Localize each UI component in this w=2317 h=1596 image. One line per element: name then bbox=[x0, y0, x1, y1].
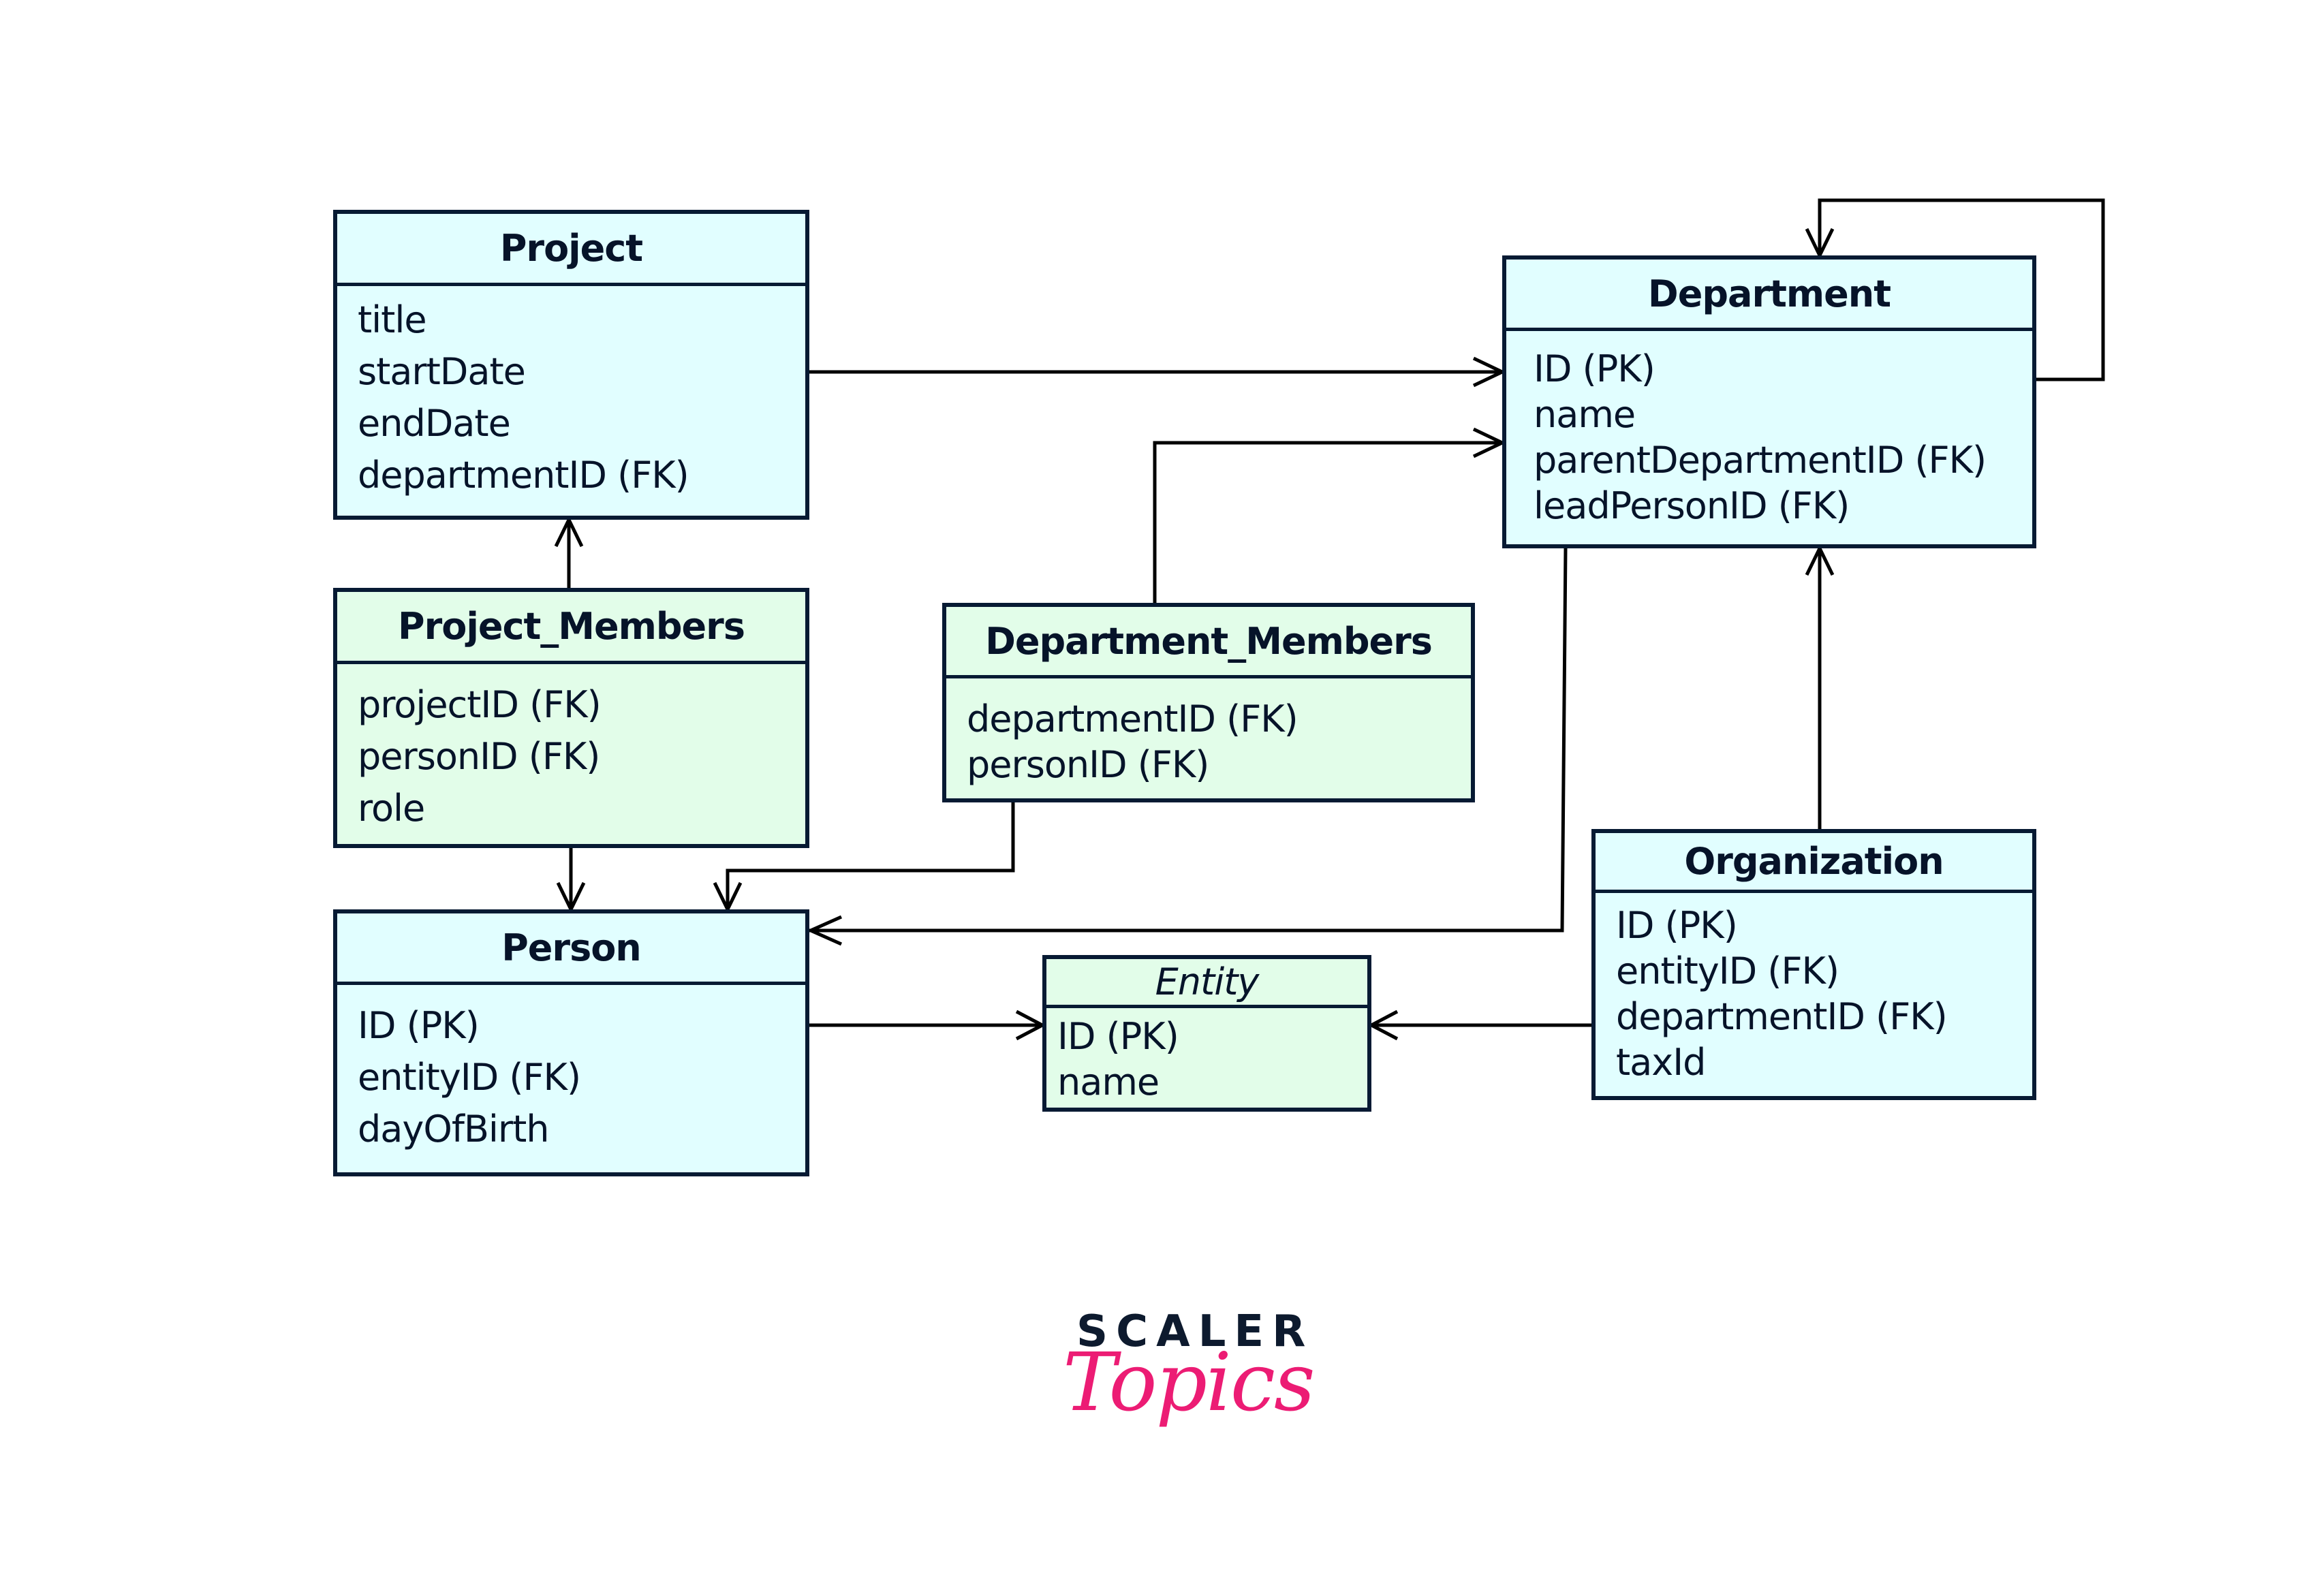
attribute: ID (PK) bbox=[1534, 347, 1655, 390]
attribute: startDate bbox=[358, 350, 526, 393]
entity-title: Project_Members bbox=[337, 592, 805, 664]
attribute: projectID (FK) bbox=[358, 683, 602, 726]
entity-person[interactable]: Person ID (PK) entityID (FK) dayOfBirth bbox=[333, 909, 809, 1176]
attribute: departmentID (FK) bbox=[1616, 995, 1948, 1038]
attribute: name bbox=[1057, 1061, 1160, 1104]
attribute: taxId bbox=[1616, 1041, 1706, 1084]
logo-topics-text: Topics bbox=[1063, 1335, 1316, 1429]
entity-project[interactable]: Project title startDate endDate departme… bbox=[333, 210, 809, 520]
attribute: ID (PK) bbox=[1057, 1015, 1179, 1058]
attribute-list: departmentID (FK) personID (FK) bbox=[946, 678, 1471, 798]
attribute-list: ID (PK) name bbox=[1046, 1008, 1367, 1108]
entity-organization[interactable]: Organization ID (PK) entityID (FK) depar… bbox=[1591, 829, 2036, 1100]
arrowhead-organization-entity bbox=[1367, 1010, 1399, 1041]
attribute: endDate bbox=[358, 402, 511, 445]
entity-title: Organization bbox=[1596, 833, 2032, 893]
attribute-list: ID (PK) entityID (FK) dayOfBirth bbox=[337, 985, 805, 1172]
attribute: ID (PK) bbox=[1616, 904, 1738, 947]
attribute: name bbox=[1534, 393, 1636, 436]
entity-title: Person bbox=[337, 913, 805, 985]
attribute-list: title startDate endDate departmentID (FK… bbox=[337, 286, 805, 516]
arrowhead-organization-department bbox=[1805, 544, 1835, 576]
attribute: parentDepartmentID (FK) bbox=[1534, 439, 1987, 482]
connector-deptmembers-department bbox=[1153, 441, 1502, 603]
attribute: entityID (FK) bbox=[358, 1056, 581, 1099]
entity-department-members[interactable]: Department_Members departmentID (FK) per… bbox=[942, 603, 1475, 802]
attribute: departmentID (FK) bbox=[967, 698, 1299, 740]
arrowhead-projectmembers-project bbox=[554, 516, 584, 548]
attribute: personID (FK) bbox=[967, 743, 1209, 786]
attribute: dayOfBirth bbox=[358, 1108, 550, 1151]
attribute: ID (PK) bbox=[358, 1004, 480, 1047]
entity-title: Project bbox=[337, 214, 805, 286]
arrowhead-department-person bbox=[806, 915, 843, 946]
attribute: title bbox=[358, 298, 427, 341]
attribute: personID (FK) bbox=[358, 735, 600, 778]
connector-department-self bbox=[1818, 198, 2105, 381]
scaler-topics-logo: SCALER Topics bbox=[1063, 1294, 1316, 1499]
entity-entity[interactable]: Entity ID (PK) name bbox=[1042, 955, 1371, 1112]
attribute-list: ID (PK) entityID (FK) departmentID (FK) … bbox=[1596, 893, 2032, 1096]
attribute: entityID (FK) bbox=[1616, 950, 1839, 992]
entity-title: Entity bbox=[1046, 959, 1367, 1008]
connector-deptmembers-person bbox=[726, 802, 1015, 909]
connector-department-person bbox=[809, 548, 1568, 933]
entity-project-members[interactable]: Project_Members projectID (FK) personID … bbox=[333, 588, 809, 848]
entity-title: Department_Members bbox=[946, 607, 1471, 678]
attribute-list: ID (PK) name parentDepartmentID (FK) lea… bbox=[1506, 331, 2032, 544]
attribute-list: projectID (FK) personID (FK) role bbox=[337, 664, 805, 844]
entity-title: Department bbox=[1506, 260, 2032, 331]
attribute: departmentID (FK) bbox=[358, 454, 689, 497]
attribute: role bbox=[358, 787, 425, 830]
entity-department[interactable]: Department ID (PK) name parentDepartment… bbox=[1502, 255, 2036, 548]
attribute: leadPersonID (FK) bbox=[1534, 484, 1850, 527]
